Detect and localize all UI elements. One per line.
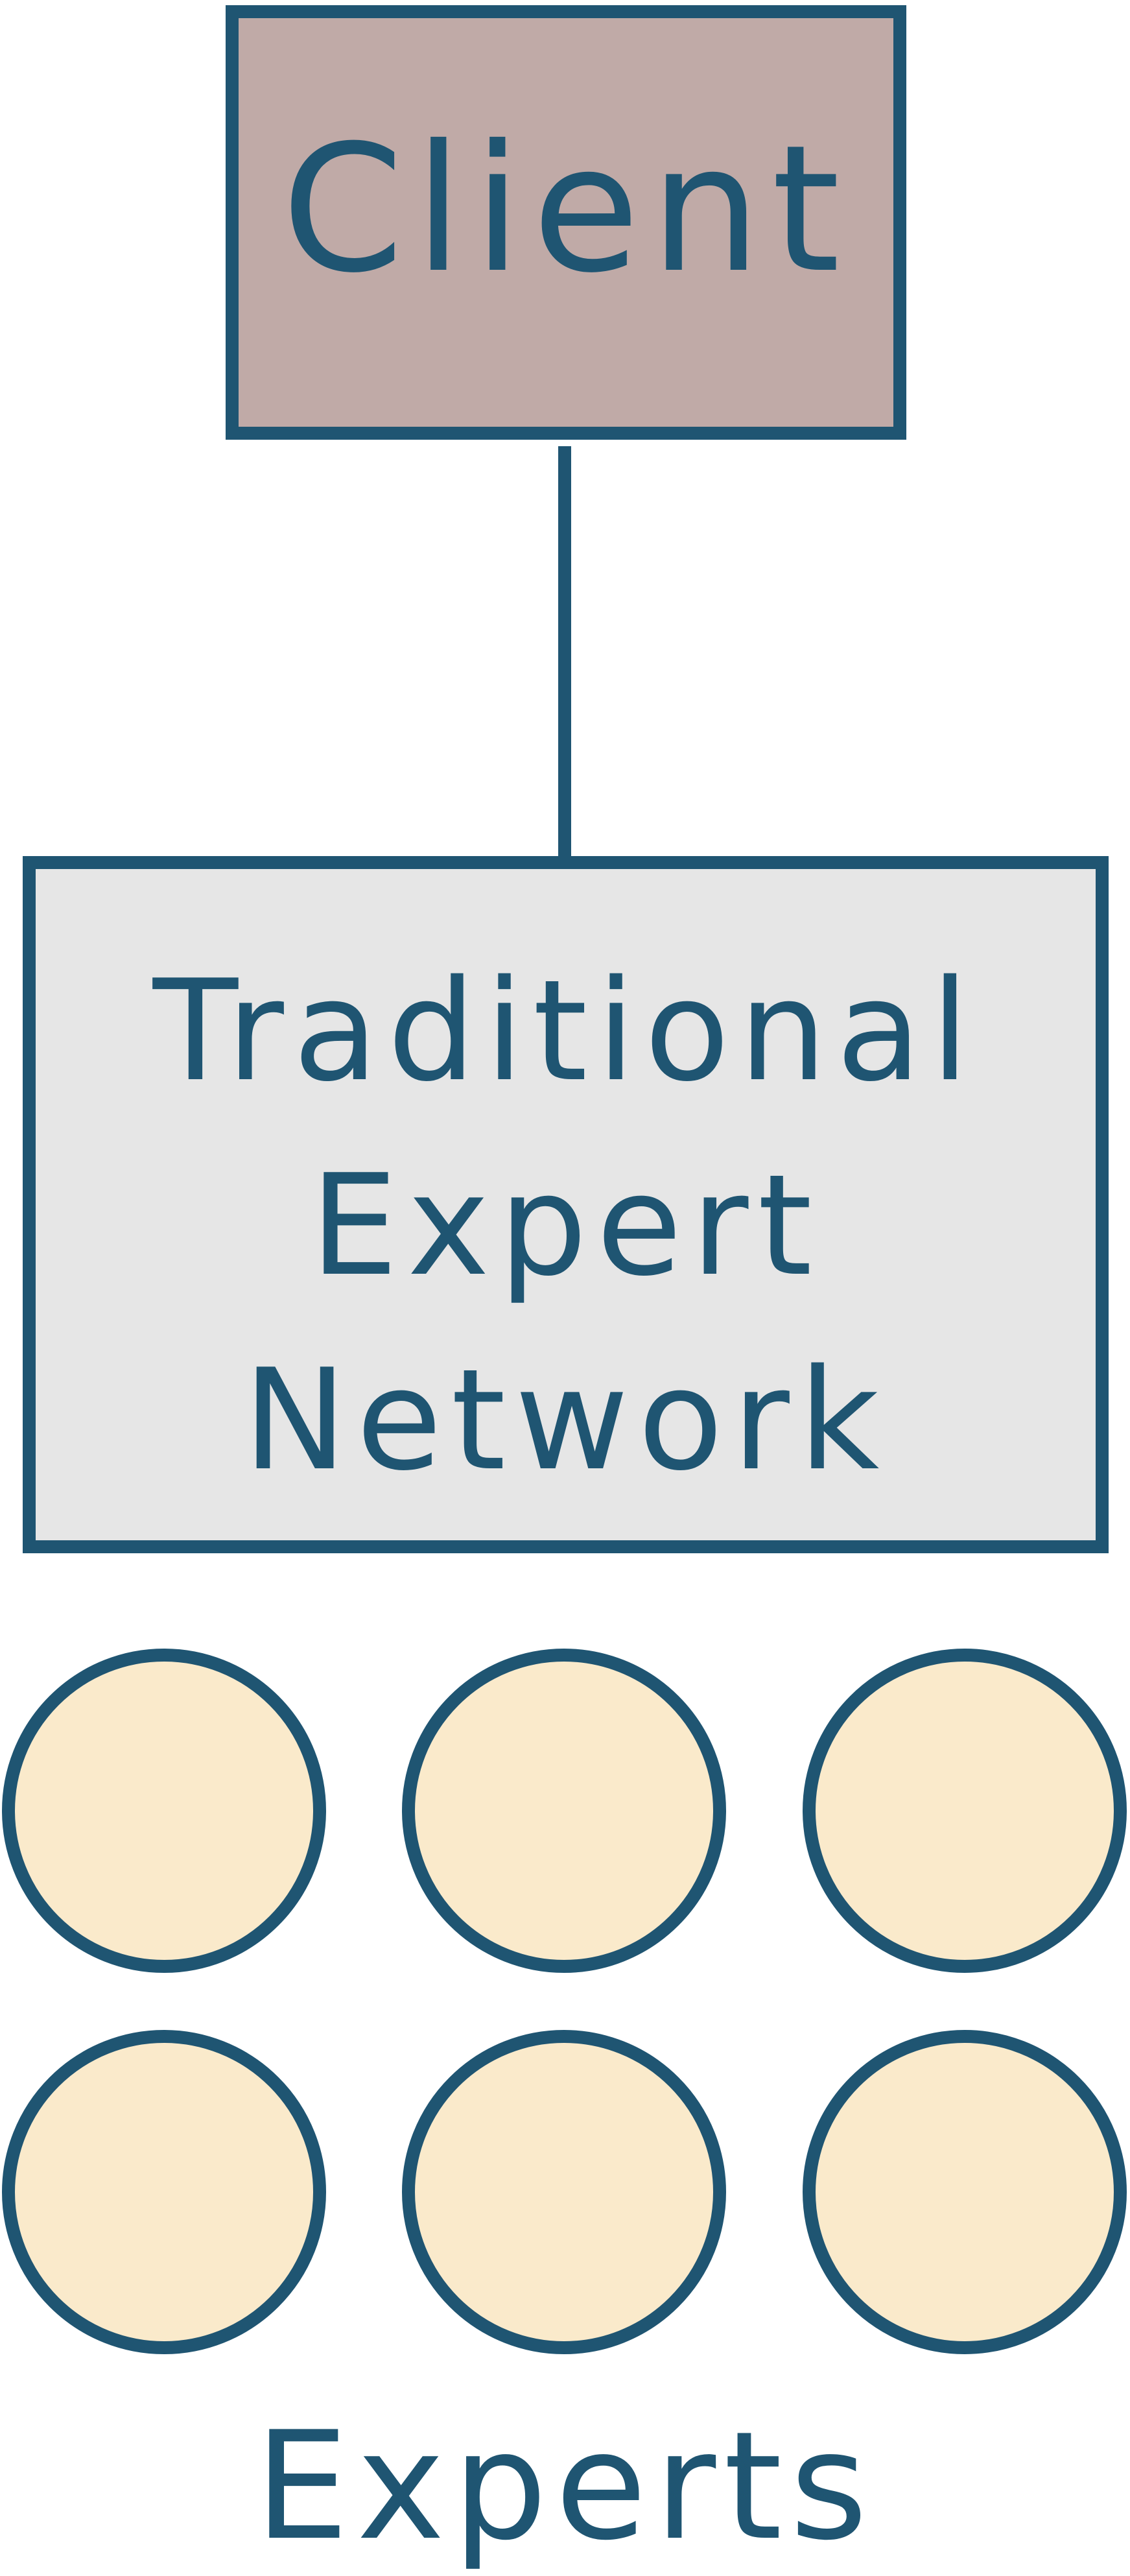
network-label-line-1: Traditional xyxy=(152,949,979,1112)
experts-label: Experts xyxy=(254,2400,876,2573)
network-label-line-2: Expert xyxy=(310,1144,821,1307)
expert-node-6 xyxy=(803,2030,1127,2354)
client-label: Client xyxy=(281,107,851,311)
expert-node-3 xyxy=(803,1649,1127,1973)
expert-node-4 xyxy=(2,2030,326,2354)
network-label-line-3: Network xyxy=(242,1339,889,1501)
expert-node-2 xyxy=(402,1649,726,1973)
expert-node-1 xyxy=(2,1649,326,1973)
client-node: Client xyxy=(226,5,906,440)
network-label: Traditional Expert Network xyxy=(36,934,1096,1518)
expert-node-5 xyxy=(402,2030,726,2354)
client-network-connector xyxy=(558,446,571,863)
traditional-expert-network-node: Traditional Expert Network xyxy=(23,856,1109,1553)
